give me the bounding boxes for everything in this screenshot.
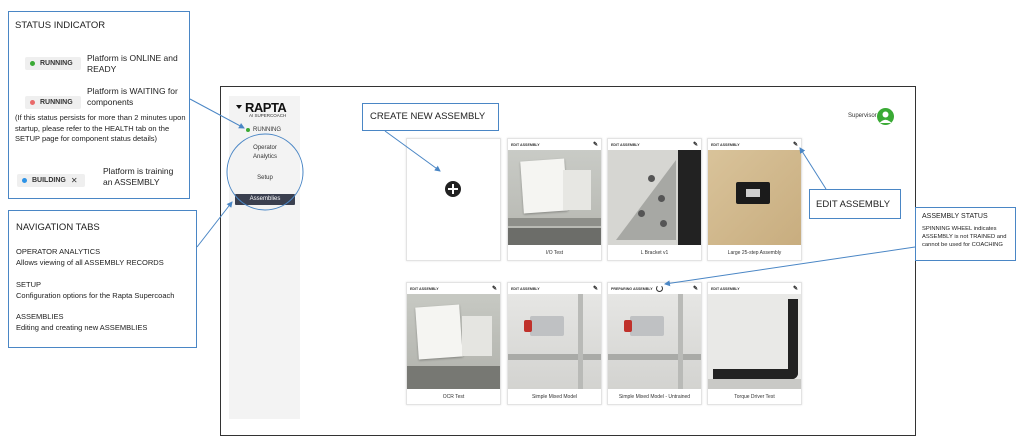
spinner-icon: [655, 285, 663, 292]
user-icon: [879, 111, 892, 123]
card-header[interactable]: EDIT ASSEMBLY: [410, 286, 439, 291]
navigation-tabs-title: NAVIGATION TABS: [16, 222, 100, 233]
card-title: OCR Test: [442, 394, 465, 400]
nav-heading-analytics: OPERATOR ANALYTICS: [16, 247, 101, 256]
caret-down-icon: [236, 105, 242, 109]
create-assembly-card[interactable]: [406, 138, 501, 261]
nav-desc-assemblies: Editing and creating new ASSEMBLIES: [16, 323, 148, 332]
user-name: Supervisor: [848, 113, 877, 119]
assembly-thumbnail: [608, 294, 701, 389]
nav-desc-analytics: Allows viewing of all ASSEMBLY RECORDS: [16, 258, 164, 267]
status-note: (If this status persists for more than 2…: [15, 113, 186, 143]
pencil-icon[interactable]: ✎: [592, 142, 598, 148]
avatar[interactable]: [877, 108, 894, 125]
card-title: Large 25-step Assembly: [727, 250, 782, 256]
navigation-tabs-panel: NAVIGATION TABS OPERATOR ANALYTICS Allow…: [8, 210, 197, 348]
nav-desc-setup: Configuration options for the Rapta Supe…: [16, 291, 175, 300]
assembly-card-io-test[interactable]: EDIT ASSEMBLY ✎ I/O Test: [507, 138, 602, 261]
assembly-card-simple-mixed-model[interactable]: EDIT ASSEMBLY ✎ Simple Mixed Model: [507, 282, 602, 405]
pencil-icon[interactable]: ✎: [592, 286, 598, 292]
status-desc-online: Platform is ONLINE and READY: [87, 53, 178, 74]
pencil-icon[interactable]: ✎: [792, 142, 798, 148]
app-status: RUNNING: [246, 127, 281, 133]
callout-edit-assembly: EDIT ASSEMBLY: [809, 189, 901, 219]
card-title: Simple Mixed Model: [531, 394, 578, 400]
tab-setup[interactable]: Setup: [257, 175, 273, 181]
card-title: L Bracket v1: [640, 250, 669, 256]
status-badge-online: RUNNING: [25, 57, 81, 70]
status-indicator-panel: STATUS INDICATOR RUNNING Platform is ONL…: [8, 11, 190, 199]
callout-create-assembly: CREATE NEW ASSEMBLY: [362, 103, 499, 131]
status-desc-building: Platform is training an ASSEMBLY: [103, 166, 174, 187]
status-desc-waiting: Platform is WAITING for components: [87, 86, 178, 107]
assembly-thumbnail: [508, 294, 601, 389]
card-header[interactable]: EDIT ASSEMBLY: [611, 142, 640, 147]
callout-assembly-status: ASSEMBLY STATUS SPINNING WHEEL indicates…: [915, 207, 1016, 261]
assembly-thumbnail: [407, 294, 500, 389]
tab-operator-analytics[interactable]: Operator Analytics: [252, 145, 277, 160]
close-icon[interactable]: ✕: [70, 176, 78, 185]
card-title: Torque Driver Test: [734, 394, 775, 400]
nav-heading-setup: SETUP: [16, 280, 42, 289]
assembly-card-ocr-test[interactable]: EDIT ASSEMBLY ✎ OCR Test: [406, 282, 501, 405]
card-header[interactable]: EDIT ASSEMBLY: [711, 142, 740, 147]
pencil-icon[interactable]: ✎: [692, 286, 698, 292]
assembly-thumbnail: [708, 294, 801, 389]
card-title: Simple Mixed Model - Untrained: [618, 394, 691, 400]
plus-icon: [445, 181, 461, 197]
pencil-icon[interactable]: ✎: [692, 142, 698, 148]
app-status-dot: [246, 128, 250, 132]
card-header[interactable]: EDIT ASSEMBLY: [511, 142, 540, 147]
status-indicator-title: STATUS INDICATOR: [15, 20, 106, 31]
status-badge-building: BUILDING ✕: [17, 174, 85, 187]
card-title: I/O Test: [545, 250, 564, 256]
pencil-icon[interactable]: ✎: [491, 286, 497, 292]
assembly-card-l-bracket[interactable]: EDIT ASSEMBLY ✎ L Bracket v1: [607, 138, 702, 261]
assembly-thumbnail: [708, 150, 801, 245]
status-dot-online: [30, 61, 35, 66]
status-dot-waiting: [30, 100, 35, 105]
card-header[interactable]: EDIT ASSEMBLY: [711, 286, 740, 291]
status-dot-building: [22, 178, 27, 183]
nav-heading-assemblies: ASSEMBLIES: [16, 312, 64, 321]
assembly-thumbnail: [608, 150, 701, 245]
card-header[interactable]: PREPARING ASSEMBLY: [611, 286, 653, 291]
card-header[interactable]: EDIT ASSEMBLY: [511, 286, 540, 291]
status-badge-waiting: RUNNING: [25, 96, 81, 109]
assembly-card-large-25-step[interactable]: EDIT ASSEMBLY ✎ Large 25-step Assembly: [707, 138, 802, 261]
assembly-thumbnail: [508, 150, 601, 245]
assembly-card-simple-mixed-model-untrained[interactable]: PREPARING ASSEMBLY ✎ Simple Mixed Model …: [607, 282, 702, 405]
tab-assemblies[interactable]: Assemblies: [235, 194, 295, 205]
assembly-card-torque-driver-test[interactable]: EDIT ASSEMBLY ✎ Torque Driver Test: [707, 282, 802, 405]
pencil-icon[interactable]: ✎: [792, 286, 798, 292]
